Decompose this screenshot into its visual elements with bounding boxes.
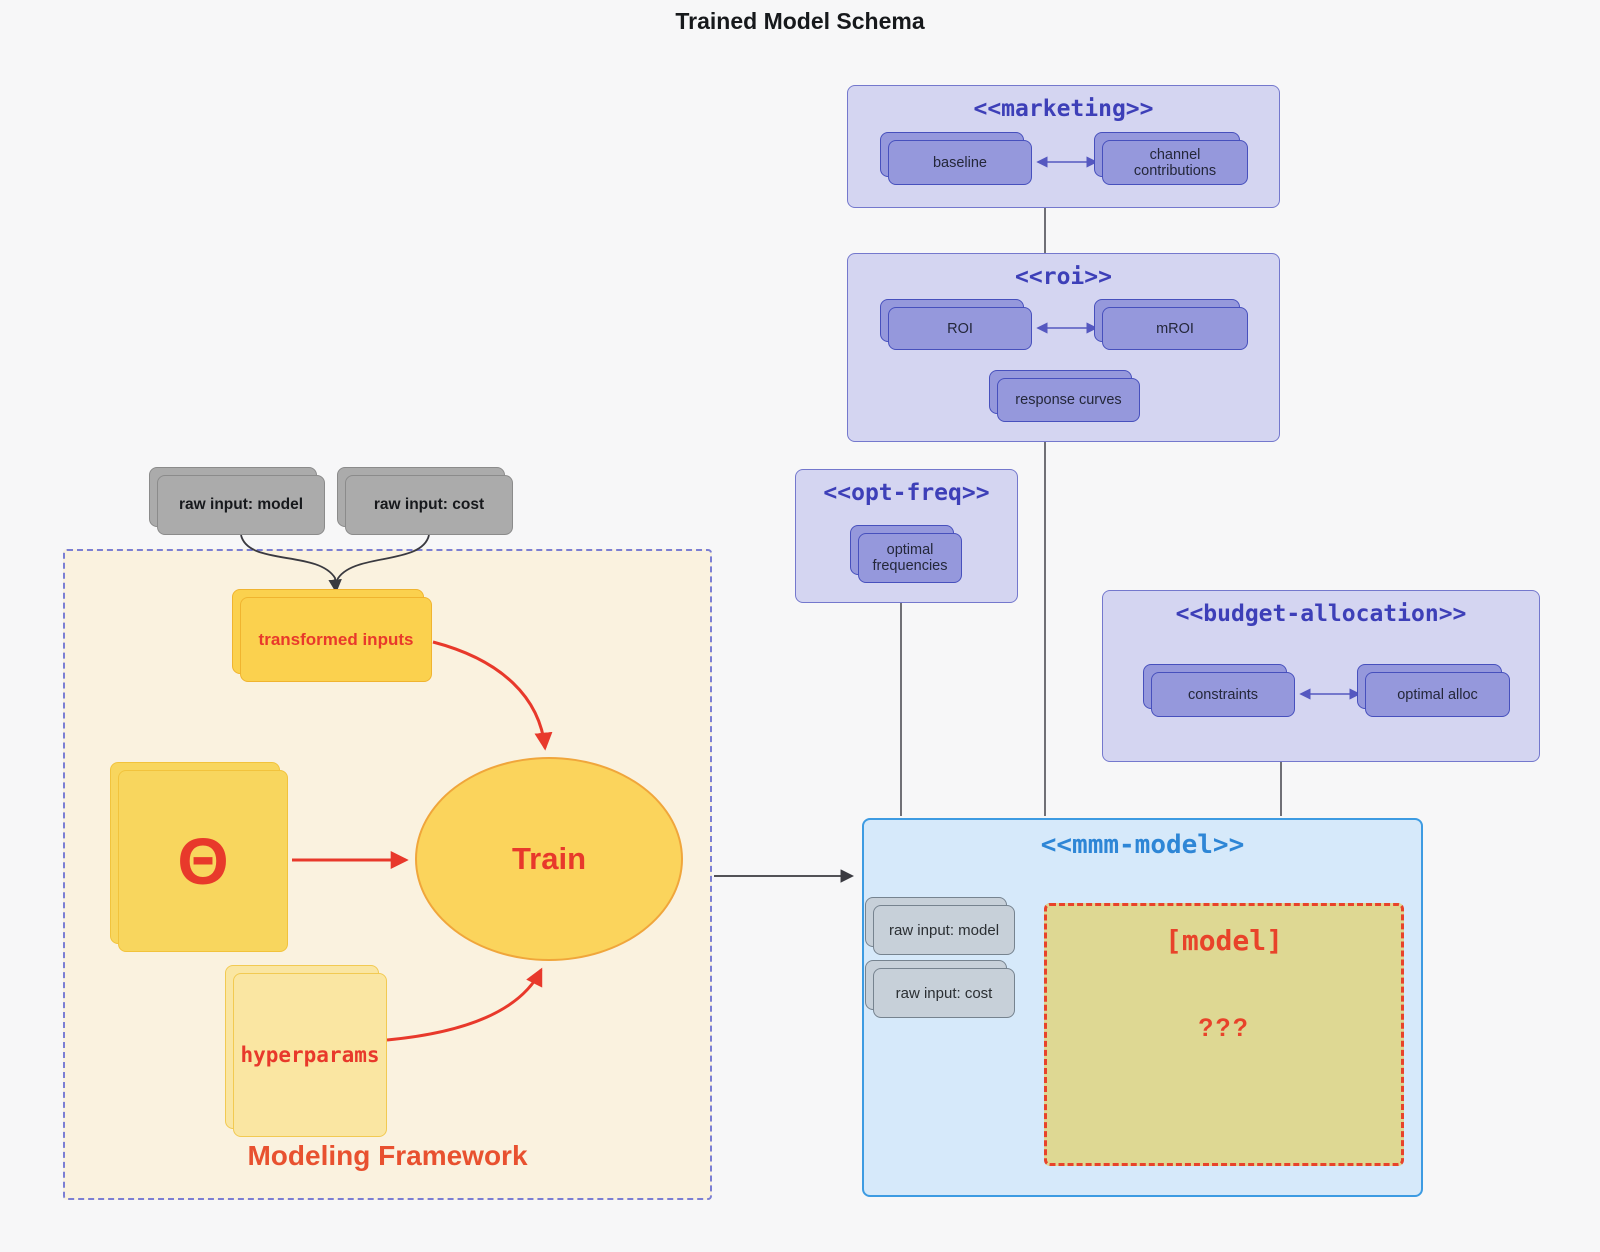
node-optimal-frequencies: optimal frequencies	[858, 533, 962, 583]
roi-header: <<roi>>	[1015, 264, 1112, 290]
model-placeholder-label: [model]	[1164, 924, 1283, 957]
node-train: Train	[415, 757, 683, 961]
node-mroi: mROI	[1102, 307, 1248, 350]
opt-freq-header: <<opt-freq>>	[823, 480, 990, 506]
model-placeholder-box: [model] ???	[1044, 903, 1404, 1166]
modeling-framework-caption: Modeling Framework	[247, 1140, 528, 1171]
node-theta: Θ	[118, 770, 288, 952]
node-roi: ROI	[888, 307, 1032, 350]
marketing-header: <<marketing>>	[973, 96, 1154, 122]
node-constraints: constraints	[1151, 672, 1295, 717]
node-response-curves: response curves	[997, 378, 1140, 422]
mmm-model-header: <<mmm-model>>	[1040, 830, 1245, 860]
node-optimal-alloc: optimal alloc	[1365, 672, 1510, 717]
node-baseline: baseline	[888, 140, 1032, 185]
page-title: Trained Model Schema	[675, 8, 925, 34]
unknown-label: ???	[1198, 1014, 1250, 1042]
node-raw-input-model: raw input: model	[157, 475, 325, 535]
node-raw-input-cost: raw input: cost	[345, 475, 513, 535]
node-channel-contributions: channel contributions	[1102, 140, 1248, 185]
node-transformed-inputs: transformed inputs	[240, 597, 432, 682]
node-mmm-raw-input-model: raw input: model	[873, 905, 1015, 955]
node-hyperparams: hyperparams	[233, 973, 387, 1137]
budget-allocation-header: <<budget-allocation>>	[1175, 601, 1467, 627]
node-mmm-raw-input-cost: raw input: cost	[873, 968, 1015, 1018]
